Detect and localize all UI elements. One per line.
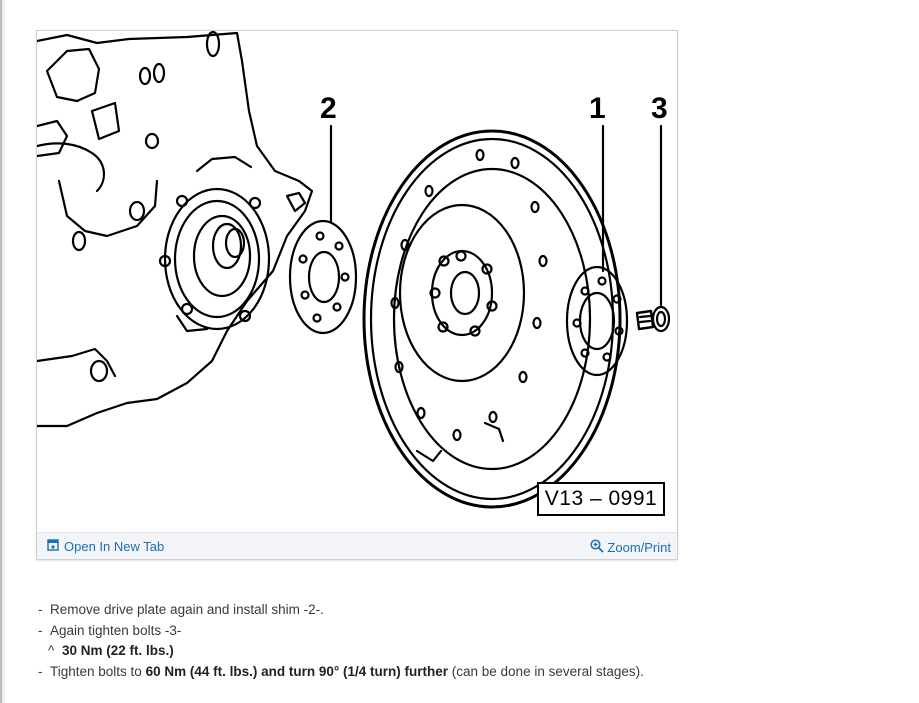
- torque-value: 60 Nm (44 ft. lbs.): [145, 663, 258, 679]
- figure-toolbar: Open In New Tab Zoom/Print: [37, 532, 677, 559]
- torque-value: 30 Nm (22 ft. lbs.): [62, 643, 174, 658]
- spec-caret: ^: [48, 643, 55, 658]
- callout-1: 1: [589, 92, 606, 125]
- zoom-print-link[interactable]: Zoom/Print: [590, 539, 671, 556]
- page-left-rule: [0, 0, 5, 703]
- step-bullet: -: [38, 602, 43, 617]
- step-final-tighten: -Tighten bolts to 60 Nm (44 ft. lbs.) an…: [38, 662, 898, 683]
- zoom-print-label: Zoom/Print: [607, 539, 671, 555]
- open-in-new-tab-link[interactable]: Open In New Tab: [47, 539, 164, 554]
- callout-3: 3: [651, 92, 668, 125]
- step-text-suffix: (can be done in several stages).: [448, 663, 644, 679]
- step-torque-spec: ^ 30 Nm (22 ft. lbs.): [38, 641, 898, 662]
- step-remove-drive-plate: -Remove drive plate again and install sh…: [38, 600, 898, 621]
- figure-code-label: V13 – 0991: [537, 482, 665, 516]
- open-in-new-tab-label: Open In New Tab: [64, 538, 165, 554]
- figure-container: 2 1 3 V13 – 0991 Open In New Tab: [36, 30, 678, 560]
- step-bullet: -: [38, 663, 43, 679]
- procedure-steps: -Remove drive plate again and install sh…: [38, 600, 898, 682]
- zoom-in-icon: [590, 539, 605, 556]
- step-bullet: -: [38, 622, 43, 638]
- turn-instruction: and turn 90° (1/4 turn) further: [257, 663, 449, 679]
- callout-2: 2: [320, 92, 337, 125]
- step-text-prefix: Tighten bolts to: [50, 663, 146, 679]
- step-text: Remove drive plate again and install shi…: [50, 602, 324, 617]
- open-in-new-tab-icon: [47, 539, 59, 554]
- step-text: Again tighten bolts -3-: [50, 622, 182, 638]
- step-tighten-bolts-again: -Again tighten bolts -3-: [38, 621, 898, 642]
- drive-plate-exploded-diagram: [37, 31, 671, 509]
